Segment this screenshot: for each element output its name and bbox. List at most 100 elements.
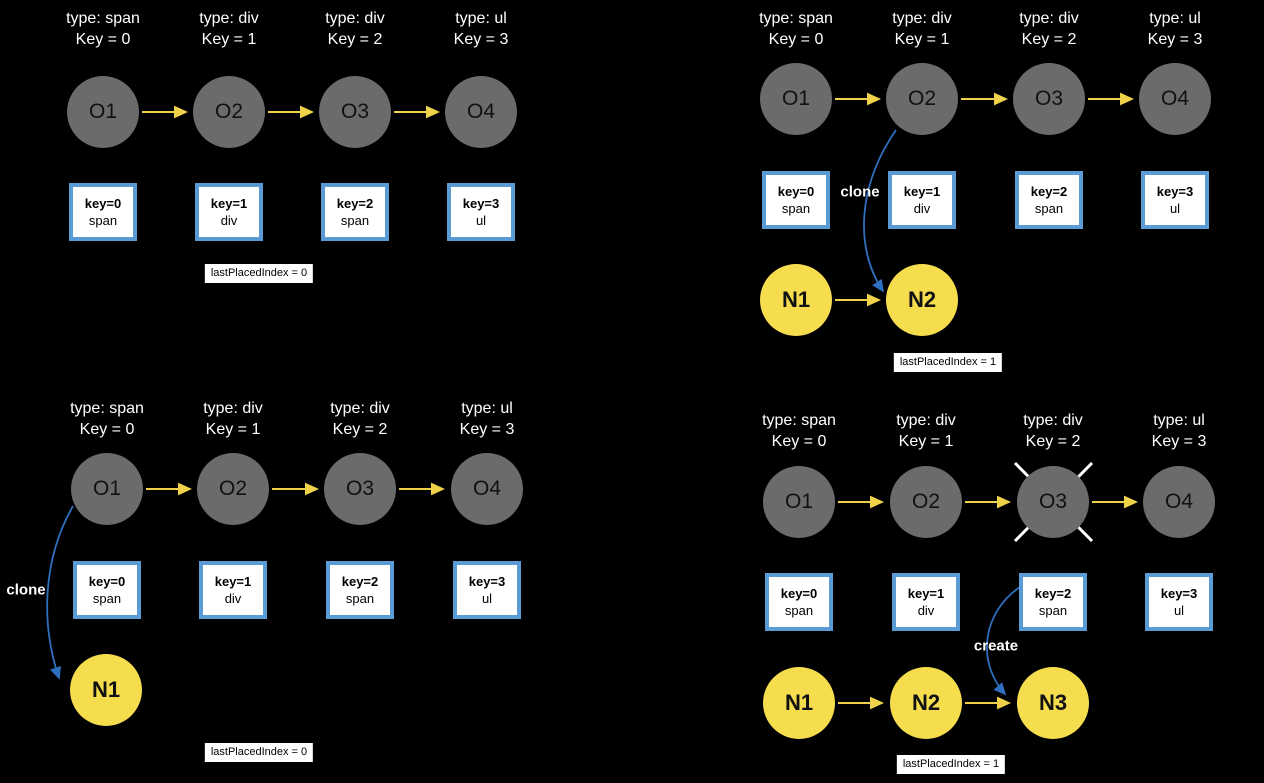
panel-2-column-header-3: type: ul Key = 3 [1148, 8, 1203, 50]
panel-3-column-header-2: type: div Key = 2 [330, 398, 390, 440]
key-box-tag: div [917, 603, 935, 618]
key-box-key: key=1 [907, 586, 945, 601]
panel-3-clone-arrow [46, 505, 74, 680]
new-node-n1[interactable]: N1 [763, 667, 835, 739]
key-box-3[interactable]: key=3 ul [453, 561, 521, 619]
key-box-tag: div [224, 591, 242, 606]
old-node-o1[interactable]: O1 [763, 466, 835, 538]
panel-3-column-header-1: type: div Key = 1 [203, 398, 263, 440]
node-type-label: type: span [759, 10, 833, 27]
key-box-3[interactable]: key=3 ul [1141, 171, 1209, 229]
node-key-label: Key = 2 [332, 421, 388, 438]
key-box-tag: div [220, 213, 238, 228]
key-box-3[interactable]: key=3 ul [1145, 573, 1213, 631]
node-type-label: type: span [66, 10, 140, 27]
node-type-label: type: ul [461, 400, 513, 417]
key-box-key: key=2 [1030, 184, 1068, 199]
old-node-o2[interactable]: O2 [890, 466, 962, 538]
key-box-1[interactable]: key=1 div [195, 183, 263, 241]
node-key-label: Key = 3 [1147, 31, 1203, 48]
key-box-1[interactable]: key=1 div [199, 561, 267, 619]
panel-2-clone-label: clone [840, 183, 880, 201]
panel-4-column-header-2: type: div Key = 2 [1023, 410, 1083, 452]
node-key-label: Key = 3 [453, 31, 509, 48]
panel-4-flow-arrows [838, 495, 1138, 710]
node-type-label: type: span [762, 412, 836, 429]
key-box-0[interactable]: key=0 span [69, 183, 137, 241]
key-box-3[interactable]: key=3 ul [447, 183, 515, 241]
node-type-label: type: ul [1149, 10, 1201, 27]
old-node-o3[interactable]: O3 [319, 76, 391, 148]
panel-1-column-header-0: type: span Key = 0 [66, 8, 140, 50]
key-box-key: key=3 [1160, 586, 1198, 601]
key-box-tag: ul [1173, 603, 1185, 618]
node-key-label: Key = 1 [201, 31, 257, 48]
old-node-o1[interactable]: O1 [71, 453, 143, 525]
panel-1-column-header-3: type: ul Key = 3 [454, 8, 509, 50]
key-box-tag: div [913, 201, 931, 216]
new-node-n1[interactable]: N1 [760, 264, 832, 336]
key-box-key: key=2 [341, 574, 379, 589]
old-node-o3[interactable]: O3 [324, 453, 396, 525]
node-key-label: Key = 3 [459, 421, 515, 438]
key-box-2[interactable]: key=2 span [321, 183, 389, 241]
key-box-tag: span [784, 603, 814, 618]
key-box-tag: span [345, 591, 375, 606]
node-key-label: Key = 1 [894, 31, 950, 48]
node-type-label: type: span [70, 400, 144, 417]
old-node-o4[interactable]: O4 [451, 453, 523, 525]
key-box-tag: span [1038, 603, 1068, 618]
key-box-2[interactable]: key=2 span [1019, 573, 1087, 631]
node-key-label: Key = 1 [205, 421, 261, 438]
node-key-label: Key = 2 [1021, 31, 1077, 48]
panel-3-column-header-3: type: ul Key = 3 [460, 398, 515, 440]
old-node-o4[interactable]: O4 [445, 76, 517, 148]
key-box-key: key=0 [88, 574, 126, 589]
panel-4-column-header-0: type: span Key = 0 [762, 410, 836, 452]
panel-2-column-header-2: type: div Key = 2 [1019, 8, 1079, 50]
old-node-o2[interactable]: O2 [197, 453, 269, 525]
key-box-key: key=0 [777, 184, 815, 199]
new-node-n2[interactable]: N2 [886, 264, 958, 336]
key-box-tag: span [340, 213, 370, 228]
old-node-o1[interactable]: O1 [760, 63, 832, 135]
old-node-o2[interactable]: O2 [886, 63, 958, 135]
key-box-2[interactable]: key=2 span [326, 561, 394, 619]
node-type-label: type: div [892, 10, 952, 27]
key-box-0[interactable]: key=0 span [73, 561, 141, 619]
key-box-tag: span [92, 591, 122, 606]
node-type-label: type: ul [455, 10, 507, 27]
panel-2-last-placed-index: lastPlacedIndex = 1 [893, 353, 1003, 372]
key-box-0[interactable]: key=0 span [765, 573, 833, 631]
key-box-key: key=3 [468, 574, 506, 589]
key-box-1[interactable]: key=1 div [888, 171, 956, 229]
old-node-o2[interactable]: O2 [193, 76, 265, 148]
key-box-key: key=2 [1034, 586, 1072, 601]
key-box-tag: span [1034, 201, 1064, 216]
node-key-label: Key = 0 [79, 421, 135, 438]
node-key-label: Key = 3 [1151, 433, 1207, 450]
panel-1-column-header-2: type: div Key = 2 [325, 8, 385, 50]
panel-3-column-header-0: type: span Key = 0 [70, 398, 144, 440]
key-box-tag: ul [1169, 201, 1181, 216]
key-box-tag: span [88, 213, 118, 228]
new-node-n2[interactable]: N2 [890, 667, 962, 739]
old-node-o3[interactable]: O3 [1013, 63, 1085, 135]
new-node-n3[interactable]: N3 [1017, 667, 1089, 739]
key-box-2[interactable]: key=2 span [1015, 171, 1083, 229]
key-box-0[interactable]: key=0 span [762, 171, 830, 229]
new-node-n1[interactable]: N1 [70, 654, 142, 726]
old-node-o4[interactable]: O4 [1139, 63, 1211, 135]
panel-3-clone-label: clone [6, 581, 46, 599]
old-node-o1[interactable]: O1 [67, 76, 139, 148]
key-box-1[interactable]: key=1 div [892, 573, 960, 631]
key-box-tag: ul [481, 591, 493, 606]
key-box-key: key=1 [210, 196, 248, 211]
old-node-o4[interactable]: O4 [1143, 466, 1215, 538]
node-type-label: type: ul [1153, 412, 1205, 429]
panel-4-column-header-3: type: ul Key = 3 [1152, 410, 1207, 452]
key-box-tag: ul [475, 213, 487, 228]
key-box-key: key=3 [1156, 184, 1194, 199]
old-node-o3-deleted[interactable]: O3 [1017, 466, 1089, 538]
